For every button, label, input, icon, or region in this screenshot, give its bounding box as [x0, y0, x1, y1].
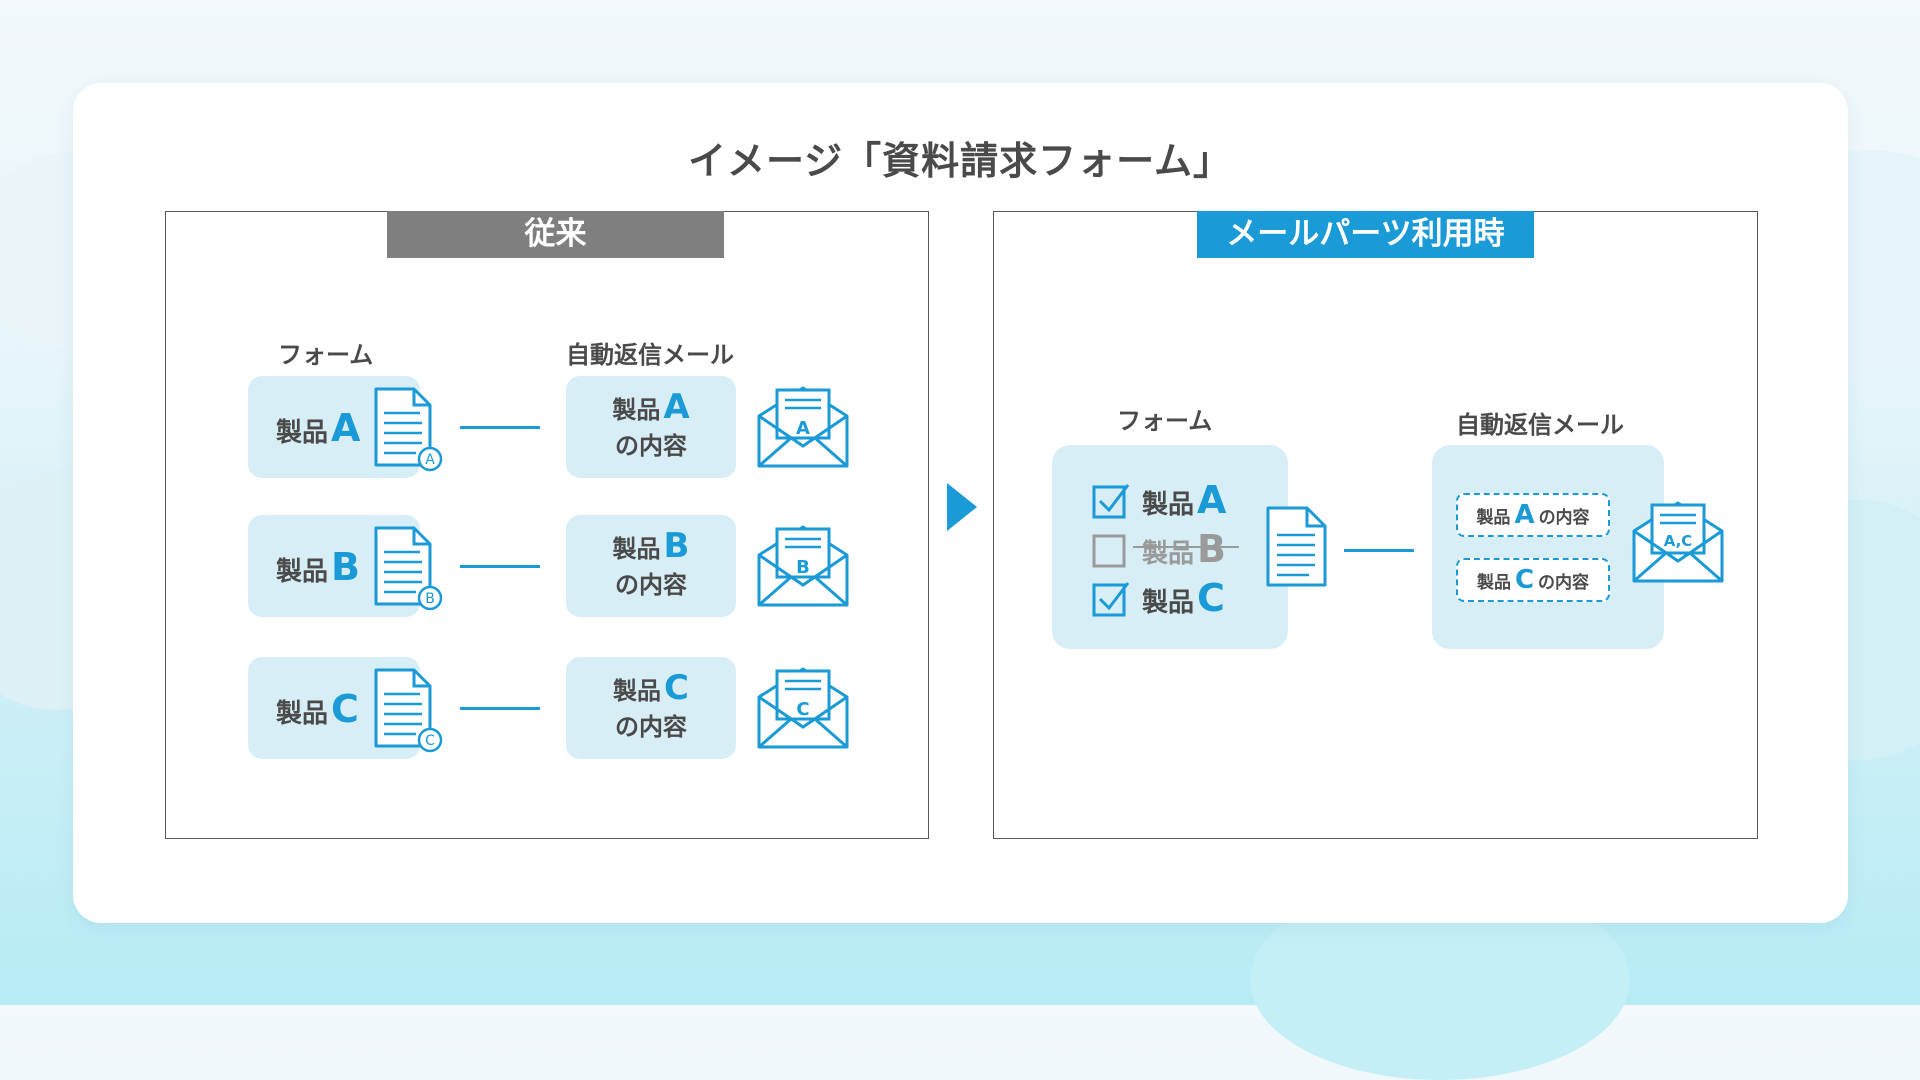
svg-text:C: C: [796, 699, 809, 720]
envelope-icon: A: [755, 386, 851, 472]
play-arrow-icon: [945, 481, 979, 537]
svg-text:A: A: [796, 418, 810, 439]
connector-line: [460, 565, 540, 568]
checkbox-checked-icon[interactable]: [1092, 579, 1132, 617]
mail-badge-ac: A,C: [1664, 532, 1693, 550]
content-label-a: 製品A の内容: [612, 387, 690, 460]
svg-text:B: B: [796, 557, 810, 578]
diagram-title: イメージ「資料請求フォーム」: [687, 139, 1233, 183]
envelope-icon: A,C: [1630, 501, 1726, 587]
svg-text:B: B: [425, 591, 435, 607]
content-box-c: [566, 657, 736, 759]
content-box-a: [566, 376, 736, 478]
strikethrough-line: [1133, 546, 1239, 548]
before-mail-label: 自動返信メール: [566, 341, 734, 369]
content-box-b: [566, 515, 736, 617]
checkbox-checked-icon[interactable]: [1092, 481, 1132, 519]
document-icon: [1265, 505, 1329, 593]
after-form-label: フォーム: [1117, 407, 1213, 435]
envelope-icon: B: [755, 525, 851, 611]
document-icon: C: [372, 666, 448, 760]
connector-line: [460, 707, 540, 710]
connector-line: [460, 426, 540, 429]
svg-text:C: C: [425, 733, 435, 749]
panel-after-header: メールパーツ利用時: [1197, 211, 1534, 258]
content-label-c: 製品C の内容: [613, 668, 689, 741]
connector-line: [1344, 549, 1414, 552]
content-label-b: 製品B の内容: [612, 526, 690, 599]
envelope-icon: C: [755, 667, 851, 753]
document-icon: B: [372, 524, 448, 618]
checkbox-empty-icon[interactable]: [1092, 530, 1132, 568]
before-form-label: フォーム: [278, 341, 374, 369]
doc-badge-a: A: [425, 452, 435, 468]
after-mail-label: 自動返信メール: [1456, 411, 1624, 439]
document-icon: A: [372, 385, 448, 479]
panel-before-header: 従来: [387, 211, 724, 258]
mail-box: [1432, 445, 1664, 649]
